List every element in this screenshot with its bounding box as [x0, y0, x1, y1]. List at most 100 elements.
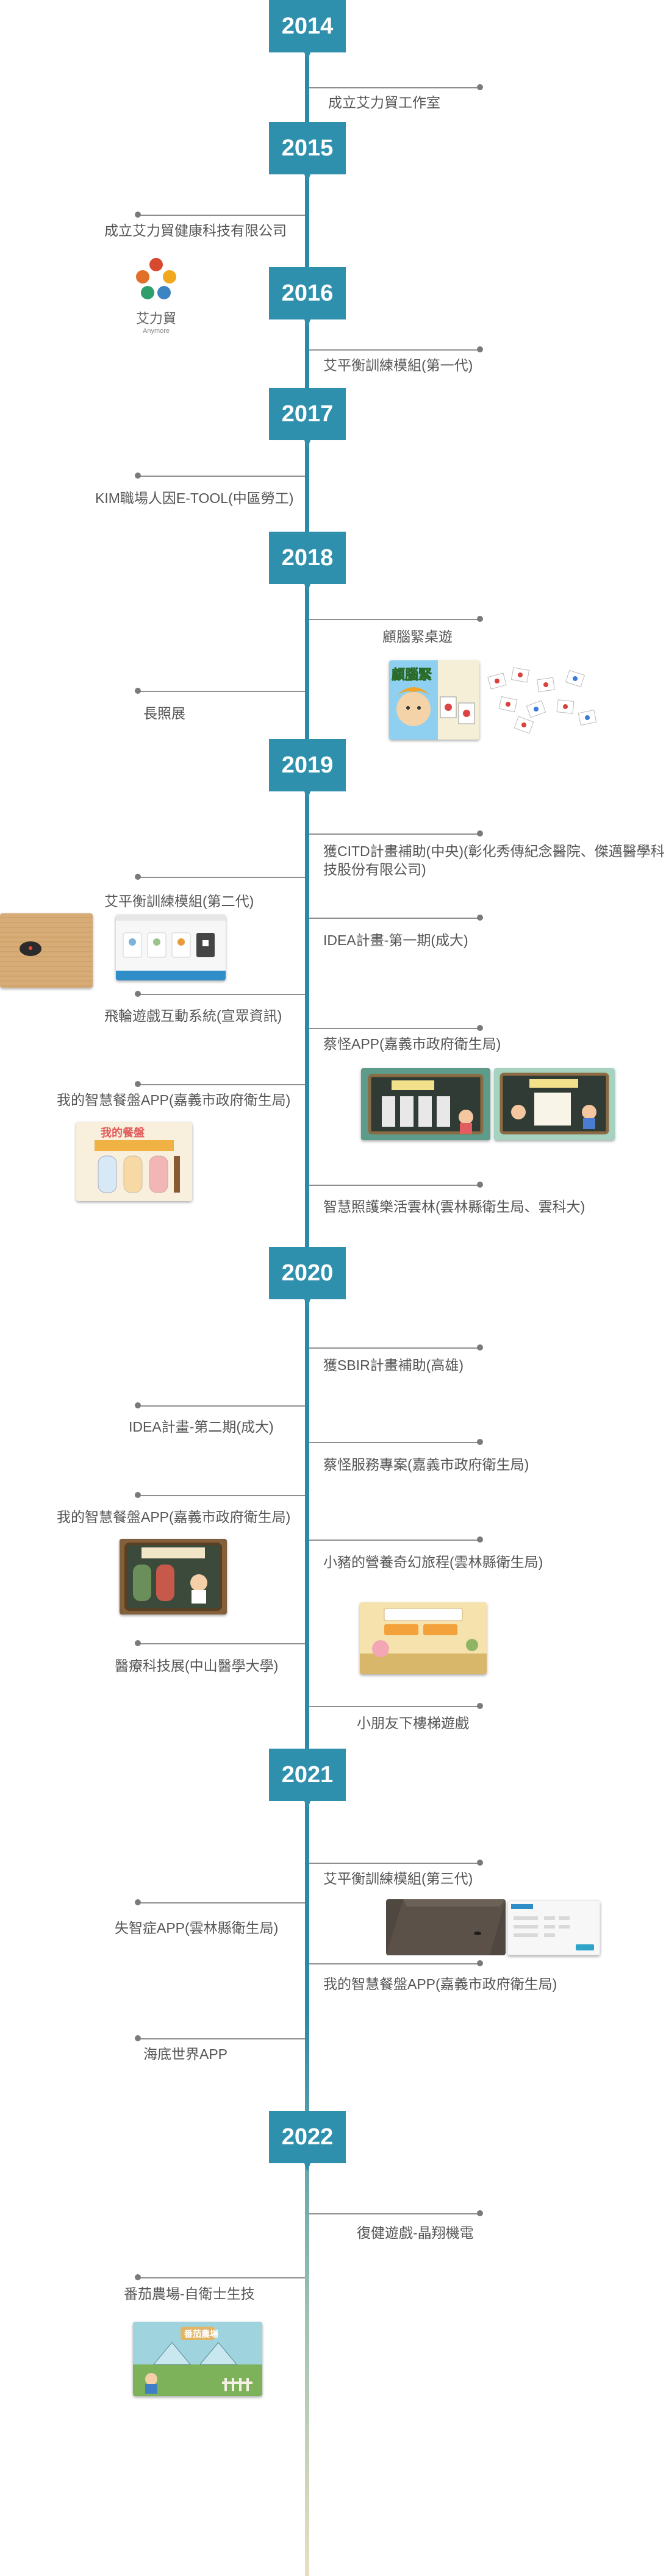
connector-line	[309, 918, 480, 919]
event-2020-idea-phase2: IDEA計畫-第二期(成大)	[129, 1419, 274, 1435]
connector-dot	[135, 1640, 141, 1646]
connector-line	[309, 1863, 480, 1864]
connector-dot	[135, 874, 141, 880]
connector-line	[138, 1902, 305, 1903]
connector-line	[138, 476, 305, 477]
logo-icon	[136, 258, 176, 299]
connector-dot	[135, 212, 141, 218]
year-badge-2019: 2019	[269, 739, 346, 800]
year-badge-2017: 2017	[269, 388, 346, 449]
balance-app-screen-image	[116, 915, 226, 980]
connector-dot	[477, 830, 483, 837]
balance-board-image	[0, 913, 93, 988]
connector-dot	[477, 1025, 483, 1031]
event-2020-medical-expo: 醫療科技展(中山醫學大學)	[115, 1658, 279, 1674]
connector-dot	[135, 1899, 141, 1905]
connector-dot	[135, 1081, 141, 1087]
connector-line	[309, 1442, 480, 1443]
event-2019-smart-plate: 我的智慧餐盤APP(嘉義市政府衛生局)	[57, 1092, 291, 1108]
event-2020-stairs-game: 小朋友下樓梯遊戲	[357, 1715, 469, 1731]
pig-journey-game-image	[360, 1602, 487, 1674]
event-2018-expo: 長照展	[143, 705, 185, 721]
connector-dot	[135, 688, 141, 694]
smart-plate-app-image: 我的餐盤	[76, 1122, 192, 1201]
connector-dot	[477, 346, 483, 352]
year-badge-2018: 2018	[269, 532, 346, 593]
event-2015-company: 成立艾力貿健康科技有限公司	[104, 223, 287, 238]
connector-dot	[135, 1492, 141, 1498]
event-2021-balance-gen3: 艾平衡訓練模組(第三代)	[323, 1871, 473, 1886]
connector-line	[138, 2277, 305, 2278]
caigua-app-screen-image-2	[494, 1068, 615, 1140]
connector-dot	[477, 915, 483, 921]
year-badge-2015: 2015	[269, 122, 346, 183]
connector-dot	[477, 84, 483, 90]
event-2020-smart-plate: 我的智慧餐盤APP(嘉義市政府衛生局)	[57, 1509, 291, 1525]
event-2019-caigua-app: 蔡怪APP(嘉義市政府衛生局)	[323, 1036, 501, 1052]
event-2017-kim-etool: KIM職場人因E-TOOL(中區勞工)	[95, 490, 294, 506]
event-2016-balance-gen1: 艾平衡訓練模組(第一代)	[323, 357, 473, 373]
logo-subtitle: Anymore	[142, 327, 170, 335]
board-game-title: 顧腦緊	[391, 667, 432, 683]
event-2019-flywheel: 飛輪遊戲互動系統(宣眾資訊)	[104, 1008, 282, 1024]
connector-line	[309, 619, 480, 620]
board-game-cards-image	[482, 666, 604, 733]
connector-line	[138, 215, 305, 216]
year-badge-2014: 2014	[269, 0, 346, 61]
connector-dot	[135, 2035, 141, 2041]
connector-line	[309, 2213, 480, 2214]
connector-line	[138, 1084, 305, 1085]
year-badge-2020: 2020	[269, 1247, 346, 1308]
balance-gen3-app-screen-image	[507, 1900, 600, 1955]
connector-dot	[135, 473, 141, 479]
event-2020-sbir: 獲SBIR計畫補助(高雄)	[323, 1357, 464, 1373]
logo-name: 艾力貿	[135, 311, 176, 326]
connector-line	[138, 1495, 305, 1496]
connector-dot	[135, 2274, 141, 2280]
event-2021-dementia-app: 失智症APP(雲林縣衛生局)	[115, 1920, 279, 1936]
board-game-box-image: 顧腦緊	[389, 660, 479, 740]
connector-dot	[477, 1536, 483, 1543]
year-badge-2016: 2016	[269, 267, 346, 328]
company-logo: 艾力貿 Anymore	[132, 256, 181, 335]
connector-dot	[477, 1703, 483, 1709]
connector-dot	[477, 1344, 483, 1350]
connector-dot	[135, 1402, 141, 1408]
connector-line	[309, 833, 480, 835]
connector-line	[309, 1185, 480, 1186]
smart-plate-title: 我的餐盤	[101, 1127, 145, 1139]
connector-dot	[477, 616, 483, 622]
balance-board-gen3-image	[386, 1899, 506, 1955]
tomato-farm-title: 番茄農場	[184, 2329, 218, 2339]
event-2021-smart-plate: 我的智慧餐盤APP(嘉義市政府衛生局)	[323, 1976, 557, 1992]
event-2022-tomato-farm: 番茄農場-自衛士生技	[124, 2286, 255, 2302]
connector-dot	[477, 1860, 483, 1866]
smart-plate-app-image-2020	[120, 1539, 227, 1614]
event-2022-rehab-game: 復健遊戲-晶翔機電	[357, 2225, 474, 2241]
connector-dot	[477, 2210, 483, 2216]
event-2019-balance-gen2: 艾平衡訓練模組(第二代)	[104, 893, 254, 909]
connector-line	[309, 1540, 480, 1541]
connector-dot	[477, 1960, 483, 1966]
connector-line	[309, 1028, 480, 1029]
event-2020-caigua-service: 蔡怪服務專案(嘉義市政府衛生局)	[323, 1457, 529, 1472]
caigua-app-screen-image-1	[361, 1068, 490, 1140]
year-badge-2021: 2021	[269, 1749, 346, 1810]
connector-line	[309, 87, 480, 88]
event-2014-studio: 成立艾力貿工作室	[328, 95, 440, 110]
event-2019-citd: 獲CITD計畫補助(中央)(彰化秀傳紀念醫院、傑邁醫學科技股份有限公司)	[323, 843, 665, 877]
connector-line	[309, 349, 480, 351]
connector-line	[138, 1643, 305, 1644]
event-2019-idea-phase1: IDEA計畫-第一期(成大)	[323, 932, 468, 948]
connector-line	[138, 691, 305, 692]
connector-line	[138, 877, 305, 878]
connector-dot	[477, 1439, 483, 1445]
connector-line	[138, 994, 305, 995]
tomato-farm-game-image: 番茄農場	[133, 2322, 262, 2396]
connector-dot	[135, 991, 141, 997]
connector-dot	[477, 1182, 483, 1188]
year-badge-2022: 2022	[269, 2111, 346, 2172]
connector-line	[138, 1405, 305, 1407]
connector-line	[309, 1347, 480, 1349]
